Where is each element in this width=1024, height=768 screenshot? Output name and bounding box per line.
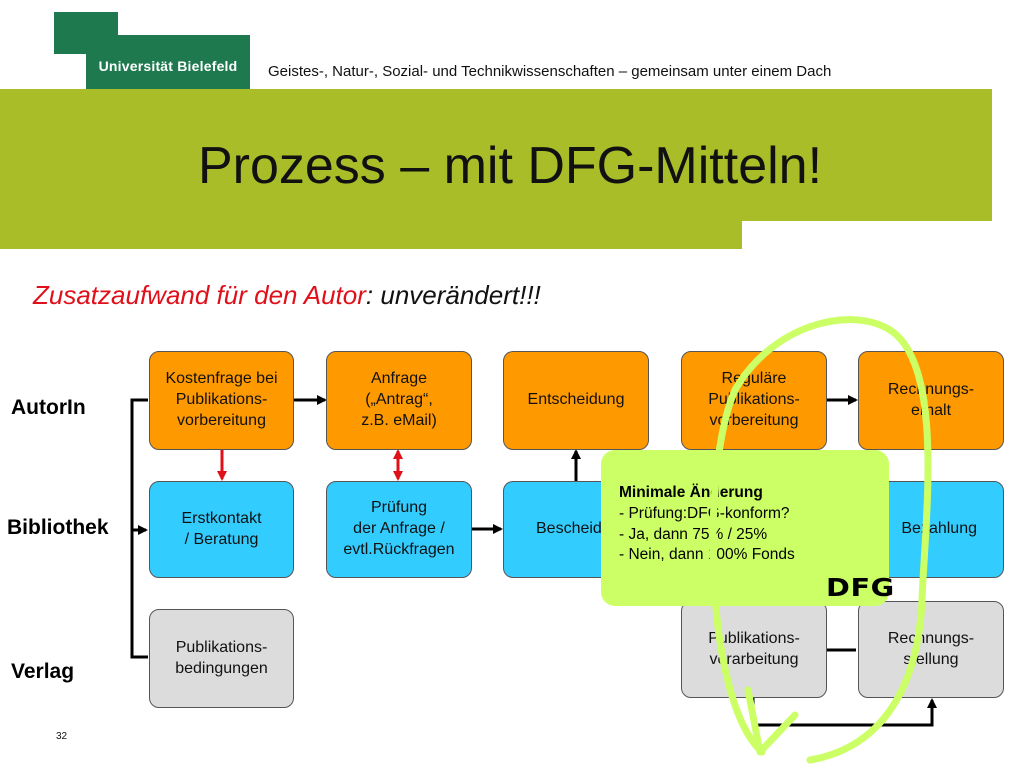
slide-title: Prozess – mit DFG-Mitteln! — [197, 137, 823, 195]
box-regulaere-label: Reguläre Publikations- vorbereitung — [708, 370, 800, 429]
box-rechnungserhalt-label: Rechnungs- erhalt — [887, 381, 975, 419]
box-rechnungserhalt: Rechnungs- erhalt — [858, 351, 1004, 450]
box-pruefung: Prüfung der Anfrage / evtl.Rückfragen — [326, 481, 472, 578]
box-anfrage-label: Anfrage („Antrag“, z.B. eMail) — [361, 370, 437, 429]
box-bescheid-label: Bescheid — [536, 520, 602, 538]
arrow-verarbeitung-to-rechnungsstellung — [751, 698, 937, 727]
callout-line-1: - Prüfung:DFG-konform? — [619, 504, 790, 522]
box-publikationsverarbeitung: Publikations- verarbeitung — [681, 601, 827, 698]
callout-line-3: - Nein, dann 100% Fonds — [619, 546, 795, 564]
subtitle-highlight: Zusatzaufwand für den Autor — [33, 280, 366, 310]
university-logo — [86, 35, 250, 89]
box-verarbeitung-label: Publikations- verarbeitung — [708, 629, 800, 668]
box-kostenfrage-label: Kostenfrage bei Publikations- vorbereitu… — [165, 370, 278, 429]
university-logo-text: Universität Bielefeld — [98, 58, 238, 74]
title-band — [0, 89, 992, 221]
box-regulaere-publikationsvorbereitung: Reguläre Publikations- vorbereitung — [681, 351, 827, 450]
title-band-extension — [0, 219, 742, 249]
box-entscheidung-label: Entscheidung — [527, 391, 625, 409]
subtitle-rest: : unverändert!!! — [365, 280, 541, 310]
callout-heading: Minimale Änderung — [619, 484, 763, 501]
dfg-logo: DFG — [826, 573, 895, 602]
box-erstkontakt-label: Erstkontakt / Beratung — [181, 509, 262, 548]
box-anfrage: Anfrage („Antrag“, z.B. eMail) — [326, 351, 472, 450]
role-label-library: Bibliothek — [7, 516, 109, 539]
box-rechnungsstellung: Rechnungs- stellung — [858, 601, 1004, 698]
box-bedingungen-label: Publikations- bedingungen — [175, 638, 268, 677]
left-bracket-connector — [130, 398, 148, 659]
box-publikationsbedingungen: Publikations- bedingungen — [149, 609, 294, 708]
box-erstkontakt: Erstkontakt / Beratung — [149, 481, 294, 578]
header-tagline: Geistes-, Natur-, Sozial- und Technikwis… — [268, 63, 832, 80]
page-number: 32 — [56, 731, 68, 742]
role-label-publisher: Verlag — [11, 660, 75, 683]
box-kostenfrage: Kostenfrage bei Publikations- vorbereitu… — [149, 351, 294, 450]
box-rechnungsstellung-label: Rechnungs- stellung — [887, 629, 975, 668]
box-bezahlung-label: Bezahlung — [901, 520, 977, 538]
slide-subtitle: Zusatzaufwand für den Autor: unverändert… — [33, 280, 541, 311]
box-pruefung-label: Prüfung der Anfrage / evtl.Rückfragen — [343, 499, 455, 558]
box-entscheidung: Entscheidung — [503, 351, 649, 450]
role-label-author: AutorIn — [11, 396, 86, 419]
callout-line-2: - Ja, dann 75% / 25% — [619, 525, 768, 543]
